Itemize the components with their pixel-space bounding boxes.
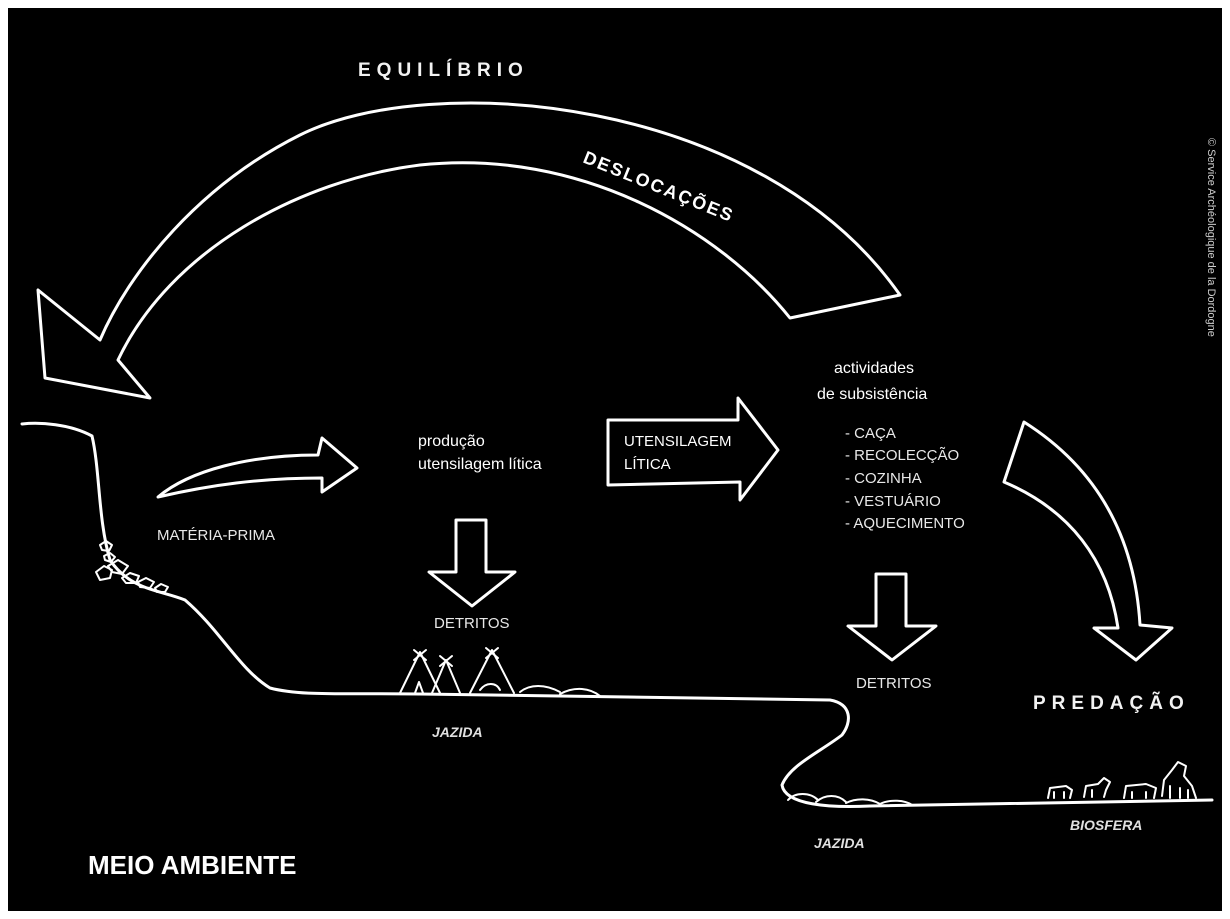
cycle-diagram: © Service Archéologique de la Dordogne E… [20,59,1217,880]
utensilagem-line1: UTENSILAGEM [624,433,732,450]
predacao-label: PREDAÇÃO [1033,692,1190,714]
materia-prima-label: MATÉRIA-PRIMA [157,527,275,544]
activities-list: - CAÇA - RECOLECÇÃO - COZINHA - VESTUÁRI… [845,425,965,532]
down-arrow-icon [846,572,938,662]
curved-equilibrium-arrow-icon [36,101,902,400]
activity-item: - RECOLECÇÃO [845,447,959,464]
activity-item: - AQUECIMENTO [845,515,965,532]
terrain-line-icon [20,421,1214,809]
utensilagem-line2: LÍTICA [624,456,671,473]
rock-pile-icon [95,540,169,593]
curved-predation-arrow-icon [1002,420,1174,662]
actividades-line2: de subsistência [817,386,927,403]
meio-ambiente-label: MEIO AMBIENTE [88,850,296,880]
producao-line2: utensilagem lítica [418,456,542,473]
detritos-left-label: DETRITOS [434,615,510,632]
down-arrow-icon [427,518,517,608]
credit-text: © Service Archéologique de la Dordogne [1205,138,1217,337]
curved-raw-material-arrow-icon [156,436,359,499]
jazida-left-label: JAZIDA [432,724,483,740]
right-arrow-icon [606,396,780,502]
activity-item: - COZINHA [845,470,922,487]
equilibrio-label: EQUILÍBRIO [358,59,529,81]
deslocacoes-label: DESLOCAÇÕES [581,146,738,226]
tent-icon [399,647,601,697]
activity-item: - CAÇA [845,425,896,442]
rock-pile-icon [787,793,913,806]
producao-line1: produção [418,433,485,450]
detritos-right-label: DETRITOS [856,675,932,692]
diagram-canvas: © Service Archéologique de la Dordogne E… [8,8,1222,911]
activity-item: - VESTUÁRIO [845,493,941,510]
animal-icon [1047,761,1197,799]
actividades-line1: actividades [834,360,914,377]
biosfera-label: BIOSFERA [1070,817,1142,833]
jazida-right-label: JAZIDA [814,835,865,851]
